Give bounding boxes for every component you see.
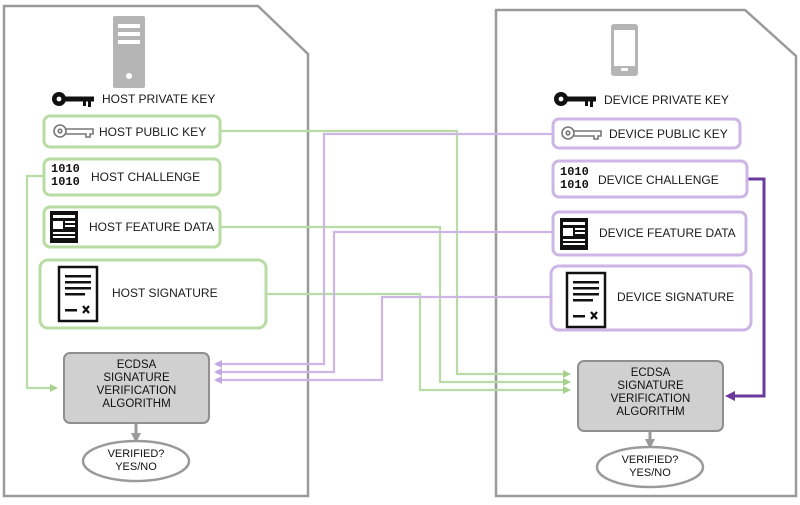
host-binary-row-2: 1010 <box>51 175 80 189</box>
device-private-key-icon <box>554 92 596 107</box>
host-challenge-label: HOST CHALLENGE <box>91 170 201 184</box>
host-challenge-to-host-algo-line <box>25 174 58 392</box>
host-feature-data-label: HOST FEATURE DATA <box>89 220 215 234</box>
device-verified-label: VERIFIED? YES/NO <box>600 454 700 480</box>
device-algo-line-3: VERIFICATION <box>610 393 691 405</box>
host-algorithm-label: ECDSA SIGNATURE VERIFICATION ALGORITHM <box>64 359 209 411</box>
host-feature-data-icon <box>50 211 78 243</box>
host-verified-label: VERIFIED? YES/NO <box>86 448 186 474</box>
host-algo-line-3: VERIFICATION <box>96 385 177 397</box>
device-binary-icon: 1010 1010 <box>560 166 589 192</box>
device-algo-line-2: SIGNATURE <box>617 380 684 392</box>
device-algo-line-4: ALGORITHM <box>616 406 685 418</box>
host-public-key-icon <box>53 124 94 138</box>
device-signature-label: DEVICE SIGNATURE <box>617 290 735 304</box>
device-public-key-label: DEVICE PUBLIC KEY <box>609 127 728 141</box>
device-challenge-box <box>551 159 749 199</box>
device-challenge-to-device-algo-line <box>725 177 766 401</box>
host-public-key-label: HOST PUBLIC KEY <box>99 125 207 139</box>
device-algo-line-1: ECDSA <box>630 367 671 379</box>
device-signature-icon <box>565 271 607 329</box>
host-binary-row-1: 1010 <box>51 162 80 176</box>
host-connections <box>25 129 571 394</box>
host-private-key-label: HOST PRIVATE KEY <box>102 92 216 106</box>
host-verified-line-1: VERIFIED? <box>107 448 165 460</box>
device-feature-data-box <box>551 210 748 257</box>
device-feature-data-to-host-algo-line <box>214 230 552 376</box>
host-algo-line-2: SIGNATURE <box>103 372 170 384</box>
host-verified-line-2: YES/NO <box>115 461 157 473</box>
host-public-key-to-device-algo-line <box>220 129 571 378</box>
host-signature-to-device-algo-line <box>266 292 571 394</box>
device-binary-row-2: 1010 <box>560 178 589 192</box>
device-binary-row-1: 1010 <box>560 165 589 179</box>
device-public-key-box <box>551 117 742 150</box>
device-public-key-to-host-algo-line <box>214 132 552 368</box>
host-algo-line-1: ECDSA <box>116 359 157 371</box>
device-public-key-icon <box>561 126 602 140</box>
device-signature-to-host-algo-line <box>214 295 552 384</box>
server-icon <box>113 16 145 88</box>
device-verified-line-2: YES/NO <box>629 467 671 479</box>
device-algorithm-label: ECDSA SIGNATURE VERIFICATION ALGORITHM <box>578 367 723 419</box>
device-connections <box>214 132 552 384</box>
host-private-key-icon <box>52 92 94 107</box>
host-signature-icon <box>57 265 99 323</box>
host-verified-oval <box>81 439 191 483</box>
host-signature-label: HOST SIGNATURE <box>112 286 218 300</box>
device-challenge-label: DEVICE CHALLENGE <box>598 173 719 187</box>
host-challenge-box <box>42 157 222 197</box>
device-feature-data-icon <box>560 218 588 250</box>
phone-icon <box>611 24 638 76</box>
device-verified-oval <box>595 445 705 489</box>
host-feature-data-box <box>42 205 222 249</box>
host-public-key-box <box>42 114 222 149</box>
device-verified-line-1: VERIFIED? <box>621 454 679 466</box>
host-feature-data-to-device-algo-line <box>220 225 571 386</box>
device-feature-data-label: DEVICE FEATURE DATA <box>599 226 736 240</box>
host-algo-line-4: ALGORITHM <box>102 398 171 410</box>
device-private-key-label: DEVICE PRIVATE KEY <box>604 93 729 107</box>
host-binary-icon: 1010 1010 <box>51 163 80 189</box>
